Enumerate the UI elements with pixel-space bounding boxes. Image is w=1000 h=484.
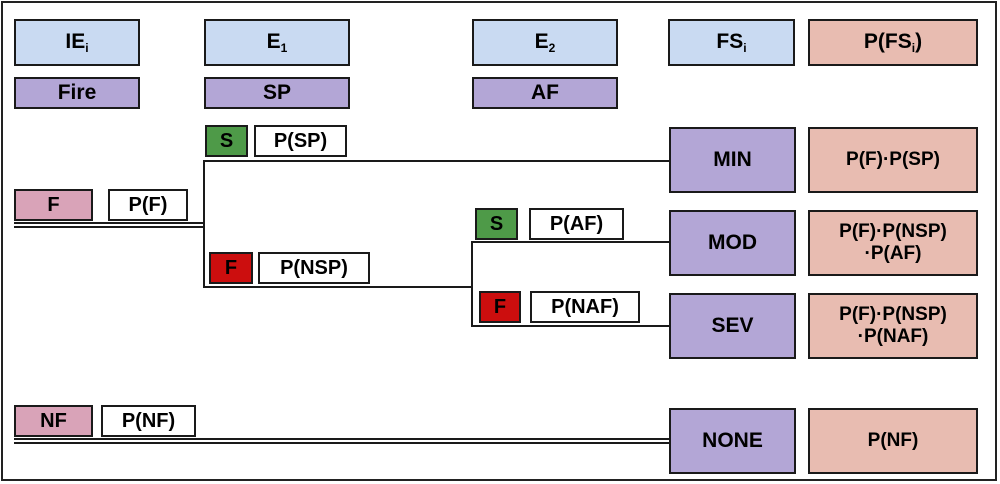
fire-probability-label: P(F)	[108, 189, 188, 221]
af-split-vertical	[471, 241, 473, 327]
sp-fail-probability: P(NSP)	[258, 252, 370, 284]
header-e1-text: E1	[266, 29, 288, 55]
probability-sev-line2: ·P(NAF)	[857, 326, 929, 347]
sp-fail-indicator: F	[209, 252, 253, 284]
probability-mod: P(F)·P(NSP) ·P(AF)	[808, 210, 978, 276]
event-name-af: AF	[472, 77, 618, 109]
af-fail-indicator: F	[479, 291, 521, 323]
header-e2-text: E2	[534, 29, 556, 55]
header-pfs-text: P(FSi)	[863, 29, 923, 55]
sp-fail-line	[203, 286, 473, 288]
header-initiating-event: IEi	[14, 19, 140, 66]
probability-mod-line2: ·P(AF)	[864, 243, 922, 264]
final-state-mod: MOD	[669, 210, 796, 276]
probability-min-line1: P(F)·P(SP)	[846, 149, 940, 171]
no-fire-probability-label: P(NF)	[101, 405, 196, 437]
probability-none-line1: P(NF)	[867, 430, 919, 452]
event-name-fire: Fire	[14, 77, 140, 109]
probability-none: P(NF)	[808, 408, 978, 474]
af-fail-line	[471, 325, 670, 327]
probability-min: P(F)·P(SP)	[808, 127, 978, 193]
final-state-sev: SEV	[669, 293, 796, 359]
sp-success-indicator: S	[205, 125, 248, 157]
final-state-min: MIN	[669, 127, 796, 193]
af-success-probability: P(AF)	[529, 208, 624, 240]
af-fail-probability: P(NAF)	[530, 291, 640, 323]
header-final-state-probability: P(FSi)	[808, 19, 978, 66]
fire-branch-line	[14, 222, 204, 228]
header-final-state: FSi	[668, 19, 795, 66]
sp-split-vertical	[203, 160, 205, 288]
no-fire-state-label: NF	[14, 405, 93, 437]
probability-sev: P(F)·P(NSP) ·P(NAF)	[808, 293, 978, 359]
header-event-2: E2	[472, 19, 618, 66]
sp-success-probability: P(SP)	[254, 125, 347, 157]
final-state-none: NONE	[669, 408, 796, 474]
af-success-line	[471, 241, 670, 243]
header-ie-text: IEi	[65, 29, 89, 55]
no-fire-branch-line	[14, 438, 670, 444]
af-success-indicator: S	[475, 208, 518, 240]
header-event-1: E1	[204, 19, 350, 66]
fire-state-label: F	[14, 189, 93, 221]
sp-success-line	[203, 160, 670, 162]
probability-sev-line1: P(F)·P(NSP)	[839, 304, 947, 326]
header-fs-text: FSi	[716, 29, 747, 55]
probability-mod-line1: P(F)·P(NSP)	[839, 221, 947, 243]
event-name-sp: SP	[204, 77, 350, 109]
